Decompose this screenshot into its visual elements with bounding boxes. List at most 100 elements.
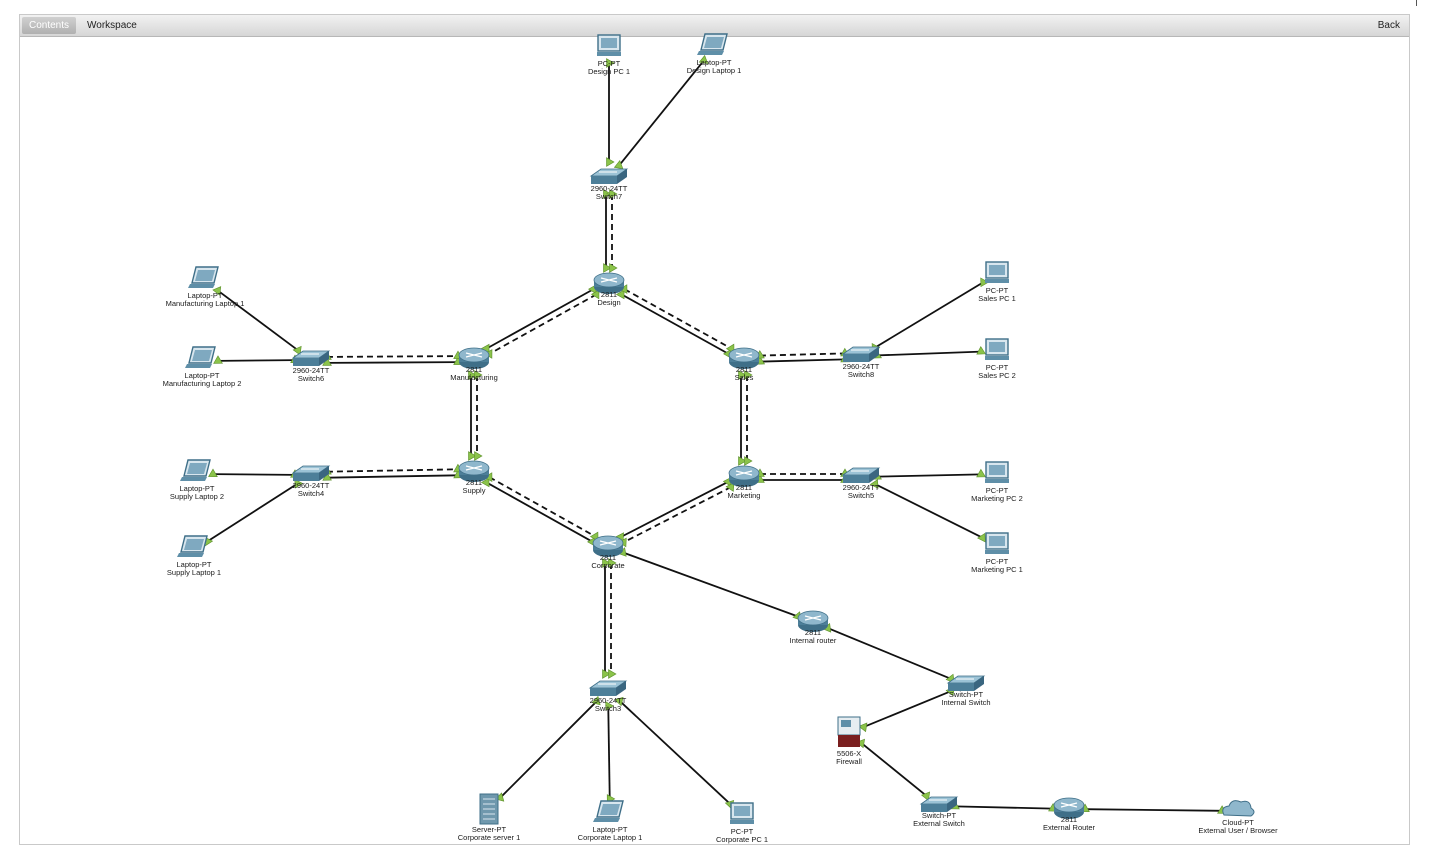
port-indicator: [980, 277, 989, 288]
link-router-sales-switch8[interactable]: [759, 352, 846, 363]
port-indicator: [606, 58, 615, 68]
link-switch3-corporate-server-1[interactable]: [499, 700, 598, 799]
port-indicator: [921, 791, 931, 802]
link-router-supply-router-corporate[interactable]: [486, 476, 596, 543]
port-indicator: [738, 456, 747, 466]
contents-tab[interactable]: Contents: [22, 17, 77, 34]
device-name-label: Corporate Laptop 1: [578, 833, 643, 842]
port-indicator: [744, 456, 753, 466]
device-name-label: Corporate server 1: [458, 833, 521, 842]
cloud-icon: [1222, 800, 1255, 817]
link-design-laptop-1-switch7[interactable]: [618, 59, 705, 167]
link-line: [874, 281, 984, 349]
link-external-router-cloud[interactable]: [1084, 808, 1223, 812]
port-indicator: [468, 451, 477, 461]
link-internal-switch-firewall[interactable]: [863, 690, 952, 728]
workspace-tab[interactable]: Workspace: [87, 20, 137, 31]
port-indicator: [615, 289, 625, 300]
back-button[interactable]: Back: [1377, 20, 1400, 31]
link-router-marketing-router-corporate[interactable]: [620, 480, 732, 544]
link-firewall-external-switch[interactable]: [860, 742, 928, 797]
port-indicator: [614, 696, 624, 707]
link-router-corporate-switch3[interactable]: [604, 563, 612, 674]
link-switch3-corporate-laptop-1[interactable]: [607, 705, 611, 800]
link-mfg-laptop-1-switch6[interactable]: [217, 289, 299, 352]
device-model-label: PC-PT: [731, 827, 754, 836]
link-switch5-marketing-pc-2[interactable]: [876, 473, 982, 478]
port-indicator: [474, 451, 483, 461]
link-supply-laptop-1-switch4[interactable]: [206, 482, 299, 543]
device-model-label: 2811: [736, 483, 752, 492]
link-router-manufacturing-router-supply[interactable]: [470, 375, 478, 456]
device-name-label: Switch5: [848, 491, 874, 500]
link-router-marketing-switch5[interactable]: [760, 473, 845, 481]
device-model-label: 2960-24TT: [293, 481, 330, 490]
link-line: [622, 551, 799, 618]
link-router-corporate-internal-router[interactable]: [622, 551, 799, 618]
link-solid-line: [486, 288, 594, 350]
link-router-sales-router-marketing[interactable]: [740, 375, 748, 461]
link-router-design-router-sales[interactable]: [621, 288, 732, 355]
port-indicator: [606, 157, 615, 167]
link-router-design-router-manufacturing[interactable]: [486, 288, 597, 355]
switch-icon: [291, 350, 331, 366]
switch-icon: [841, 467, 881, 483]
link-internal-router-internal-switch[interactable]: [827, 627, 952, 680]
link-external-switch-external-router[interactable]: [954, 805, 1054, 810]
link-switch7-router-design[interactable]: [605, 194, 613, 268]
device-name-label: Design Laptop 1: [687, 66, 742, 75]
device-name-label: External User / Browser: [1198, 826, 1278, 835]
device-model-label: Laptop-PT: [184, 371, 219, 380]
device-name-label: Design: [597, 298, 620, 307]
link-switch5-marketing-pc-1[interactable]: [874, 483, 984, 539]
device-model-label: Server-PT: [472, 825, 507, 834]
link-switch4-router-supply[interactable]: [326, 468, 459, 479]
link-solid-line: [620, 480, 729, 538]
link-switch3-corporate-pc-1[interactable]: [619, 700, 731, 805]
port-indicator: [605, 701, 614, 711]
pc-icon: [985, 261, 1009, 283]
link-switch8-sales-pc-2[interactable]: [876, 350, 982, 357]
link-switch6-router-manufacturing[interactable]: [326, 355, 459, 364]
link-mfg-laptop-2-switch6[interactable]: [217, 359, 296, 362]
router-icon: [458, 460, 490, 482]
device-model-label: Laptop-PT: [179, 484, 214, 493]
link-supply-laptop-2-switch4[interactable]: [212, 473, 296, 476]
device-name-label: Switch3: [595, 704, 621, 713]
device-model-label: PC-PT: [986, 286, 1009, 295]
link-switch8-sales-pc-1[interactable]: [874, 281, 984, 349]
device-model-label: Switch-PT: [922, 811, 957, 820]
